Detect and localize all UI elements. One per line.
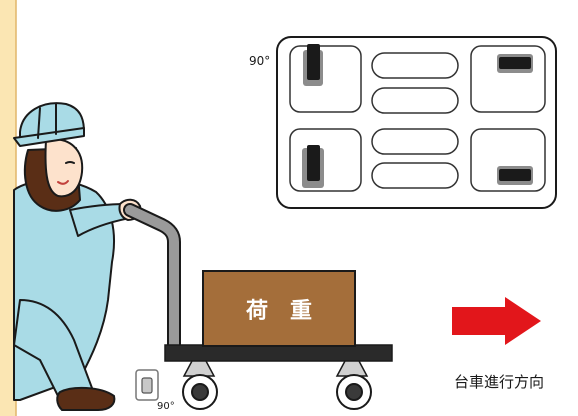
plan-cell-top-left bbox=[289, 45, 362, 113]
cart-deck bbox=[164, 344, 393, 362]
wheel-icon-bl bbox=[307, 145, 320, 181]
wheel-icon-tl bbox=[307, 44, 320, 80]
direction-label: 台車進行方向 bbox=[454, 373, 544, 391]
plan-cell-bottom-left bbox=[289, 128, 362, 192]
plan-slot-4 bbox=[371, 162, 459, 189]
right-arrow-icon bbox=[452, 297, 541, 345]
load-label: 荷 重 bbox=[246, 299, 312, 324]
wheel-icon-br bbox=[499, 169, 531, 181]
cart-icon bbox=[123, 203, 393, 410]
cart-wheel-front bbox=[335, 360, 372, 410]
cart-plan-view bbox=[276, 36, 557, 209]
caster-icon bbox=[135, 369, 159, 401]
wheel-icon-tr bbox=[499, 57, 531, 69]
wall-band bbox=[0, 0, 16, 416]
worker-icon bbox=[13, 102, 142, 411]
plan-slot-1 bbox=[371, 52, 459, 79]
load-box bbox=[202, 270, 356, 347]
plan-slot-3 bbox=[371, 128, 459, 155]
angle-label-top: 90° bbox=[249, 54, 270, 68]
cart-wheel-rear bbox=[182, 360, 218, 410]
angle-label-caster: 90° bbox=[157, 401, 175, 412]
plan-slot-2 bbox=[371, 87, 459, 114]
